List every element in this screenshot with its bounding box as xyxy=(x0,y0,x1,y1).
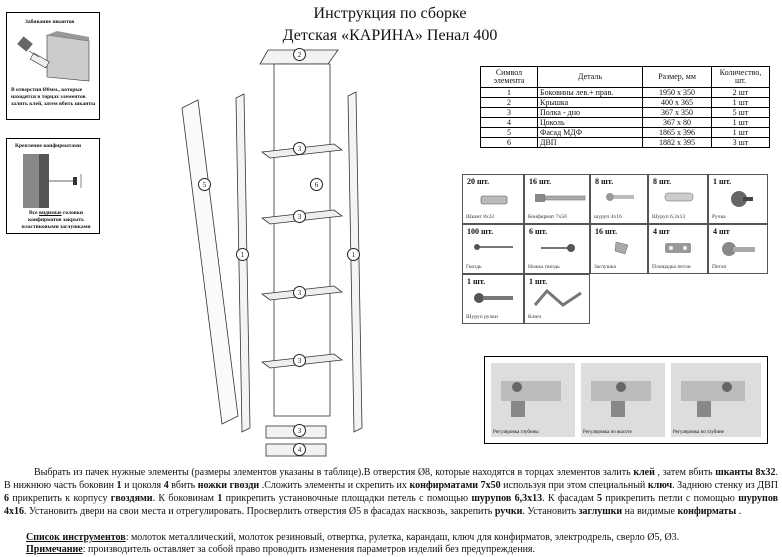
hinge-photo-3: Регулировка по глубине xyxy=(671,363,761,437)
part-label-1-left: 1 xyxy=(236,248,249,261)
hinge-caption: Регулировка по высоте xyxy=(583,430,632,435)
confirmat-illustration xyxy=(23,154,82,208)
hinge-caption: Регулировка по глубине xyxy=(673,430,724,435)
cell: 1 шт xyxy=(711,127,770,138)
part-label-6: 6 xyxy=(310,178,323,191)
part-label-2: 2 xyxy=(293,48,306,61)
cell: ДВП xyxy=(537,137,643,148)
hardware-item: 8 шт. шуруп 4x16 xyxy=(590,174,648,224)
header-part: Деталь xyxy=(537,66,643,88)
parts-table: Символ элемента Деталь Размер, мм Количе… xyxy=(480,66,770,148)
hinge-plate-icon xyxy=(665,243,691,253)
cell: 3 шт xyxy=(711,137,770,148)
hinge-adjust-icon xyxy=(591,381,651,417)
callout-confirmat-text: Все видимые головки конфирматов закрыть … xyxy=(21,210,91,230)
table-header-row: Символ элемента Деталь Размер, мм Количе… xyxy=(480,66,770,88)
callout-confirmat: Крепление конфирматами Все видимые голов… xyxy=(6,138,100,234)
callout-dowels-title: Забивание шкантов xyxy=(25,19,75,25)
screw-icon xyxy=(606,193,634,201)
dowel-illustration xyxy=(17,31,90,82)
hardware-item: 6 шт. Ножка гвоздь xyxy=(524,224,590,274)
hinge-adjust-icon xyxy=(501,381,561,417)
hardware-item: 100 шт. Гвоздь xyxy=(462,224,524,274)
dowel-icon xyxy=(480,195,508,205)
cell: 1 шт xyxy=(711,97,770,108)
cell: Крышка xyxy=(537,97,643,108)
hardware-item: 16 шт. Заглушка xyxy=(590,224,648,274)
cell: 3 xyxy=(480,107,538,118)
cell: 1 xyxy=(480,87,538,98)
cell: 2 xyxy=(480,97,538,108)
assembly-drawing xyxy=(181,49,363,457)
cell: 6 xyxy=(480,137,538,148)
hardware-item: 20 шт. Шкант 8x32 xyxy=(462,174,524,224)
header-size: Размер, мм xyxy=(642,66,712,88)
handle-screw-icon xyxy=(474,293,513,303)
part-label-3e: 3 xyxy=(293,424,306,437)
hinge-adjust-icon xyxy=(681,381,745,417)
cell: 5 xyxy=(480,127,538,138)
hardware-item: 8 шт. Шуруп 6,3x13 xyxy=(648,174,708,224)
screw-anchor-icon xyxy=(664,192,694,202)
tools-list: Список инструментов: молоток металлическ… xyxy=(26,532,680,543)
cell: 1865 x 396 xyxy=(642,127,712,138)
hardware-item: 1 шт. Ручка xyxy=(708,174,768,224)
hinge-caption: Регулировка глубины xyxy=(493,430,539,435)
part-label-3b: 3 xyxy=(293,210,306,223)
cell: Фасад МДФ xyxy=(537,127,643,138)
hinge-adjust-panel: Регулировка глубины Регулировка по высот… xyxy=(484,356,768,444)
confirmat-screw-icon xyxy=(535,194,586,202)
hardware-item: 16 шт. Конфирмат 7x50 xyxy=(524,174,590,224)
cell: Боковины лев.+ прав. xyxy=(537,87,643,98)
cell: 1882 x 395 xyxy=(642,137,712,148)
part-label-1-right: 1 xyxy=(347,248,360,261)
part-label-4: 4 xyxy=(293,443,306,456)
doc-title: Инструкция по сборке xyxy=(313,5,467,22)
cell: 4 xyxy=(480,117,538,128)
part-label-3c: 3 xyxy=(293,286,306,299)
header-symbol: Символ элемента xyxy=(480,66,538,88)
cell: 367 x 350 xyxy=(642,107,712,118)
cell: 5 шт xyxy=(711,107,770,118)
nail-foot-icon xyxy=(541,244,575,252)
cell: 1 шт xyxy=(711,117,770,128)
hinge-photo-1: Регулировка глубины xyxy=(491,363,575,437)
cap-icon xyxy=(614,241,629,255)
cell: 2 шт xyxy=(711,87,770,98)
hardware-item: 1 шт. Шуруп ручки xyxy=(462,274,524,324)
hardware-item: 1 шт. Ключ xyxy=(524,274,590,324)
nail-icon xyxy=(474,244,513,250)
callout-dowels-text: В отверстия Ø8мм., которые находятся в т… xyxy=(11,87,96,107)
cell: Цоколь xyxy=(537,117,643,128)
part-label-3a: 3 xyxy=(293,142,306,155)
hinge-photo-2: Регулировка по высоте xyxy=(581,363,665,437)
hex-key-icon xyxy=(533,288,582,307)
part-label-5: 5 xyxy=(198,178,211,191)
cell: 400 x 365 xyxy=(642,97,712,108)
callout-confirmat-title: Крепление конфирматами xyxy=(15,143,82,149)
callout-dowels: Забивание шкантов В отверстия Ø8мм., кот… xyxy=(6,12,100,120)
knob-icon xyxy=(731,191,753,207)
hardware-item: 4 шт Петля xyxy=(708,224,768,274)
note: Примечание: производитель оставляет за с… xyxy=(26,544,536,555)
assembly-instructions: Выбрать из пачек нужные элементы (размер… xyxy=(4,467,779,517)
header-qty: Количество, шт. xyxy=(711,66,770,88)
cell: 1950 x 350 xyxy=(642,87,712,98)
doc-subtitle: Детская «КАРИНА» Пенал 400 xyxy=(282,27,498,44)
cell: Полка - дно xyxy=(537,107,643,118)
cell: 367 x 80 xyxy=(642,117,712,128)
hardware-item: 4 шт Площадка петли xyxy=(648,224,708,274)
part-label-3d: 3 xyxy=(293,354,306,367)
hardware-grid: 20 шт. Шкант 8x32 16 шт. Конфирмат 7x50 … xyxy=(462,174,768,324)
hinge-icon xyxy=(722,242,755,256)
